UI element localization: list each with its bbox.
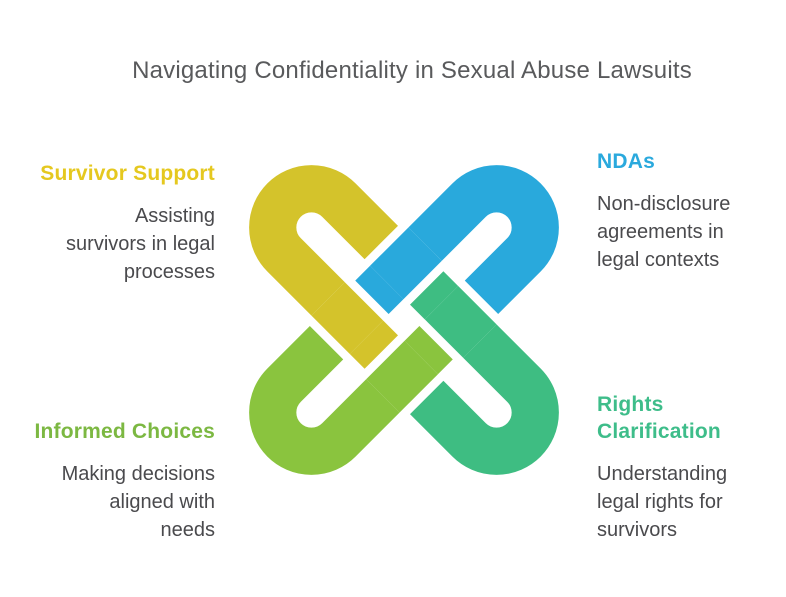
body-line: aligned with (109, 491, 215, 513)
blue-loop (340, 165, 559, 332)
body-line: agreements in (597, 221, 724, 243)
informed-choices-heading: Informed Choices (34, 420, 215, 443)
section-ndas: NDAs Non-disclosure agreements in legal … (597, 148, 782, 274)
green-over-segment (424, 286, 497, 358)
rights-clarification-heading: Rights Clarification (597, 391, 782, 445)
body-line: legal contexts (597, 249, 720, 271)
body-line: needs (160, 519, 216, 541)
heading-line: Rights (597, 393, 664, 416)
blue-over-segment (370, 227, 442, 300)
survivor-support-body: Assisting survivors in legal processes (15, 202, 215, 286)
green-loop (392, 256, 559, 475)
section-rights-clarification: Rights Clarification Understanding legal… (597, 391, 782, 544)
lime-over-segment (366, 340, 438, 413)
body-line: Making decisions (61, 463, 215, 485)
body-line: survivors in legal (66, 233, 215, 255)
ndas-heading: NDAs (597, 150, 655, 173)
gold-loop (249, 165, 416, 384)
body-line: Understanding (597, 463, 728, 485)
gold-over-segment (311, 282, 384, 354)
lime-loop (249, 308, 468, 475)
informed-choices-body: Making decisions aligned with needs (15, 460, 215, 544)
body-line: Assisting (134, 205, 215, 227)
section-informed-choices: Informed Choices Making decisions aligne… (15, 418, 215, 544)
body-line: processes (123, 261, 215, 283)
body-line: legal rights for (597, 491, 723, 513)
page-title: Navigating Confidentiality in Sexual Abu… (132, 57, 692, 84)
survivor-support-heading: Survivor Support (40, 162, 215, 185)
section-survivor-support: Survivor Support Assisting survivors in … (15, 160, 215, 286)
rights-clarification-body: Understanding legal rights for survivors (597, 460, 782, 544)
heading-line: Clarification (597, 420, 721, 443)
body-line: Non-disclosure (597, 193, 731, 215)
body-line: survivors (597, 519, 678, 541)
knot-weave-crossings (305, 221, 503, 419)
knot-graphic (249, 165, 559, 475)
ndas-body: Non-disclosure agreements in legal conte… (597, 190, 782, 274)
